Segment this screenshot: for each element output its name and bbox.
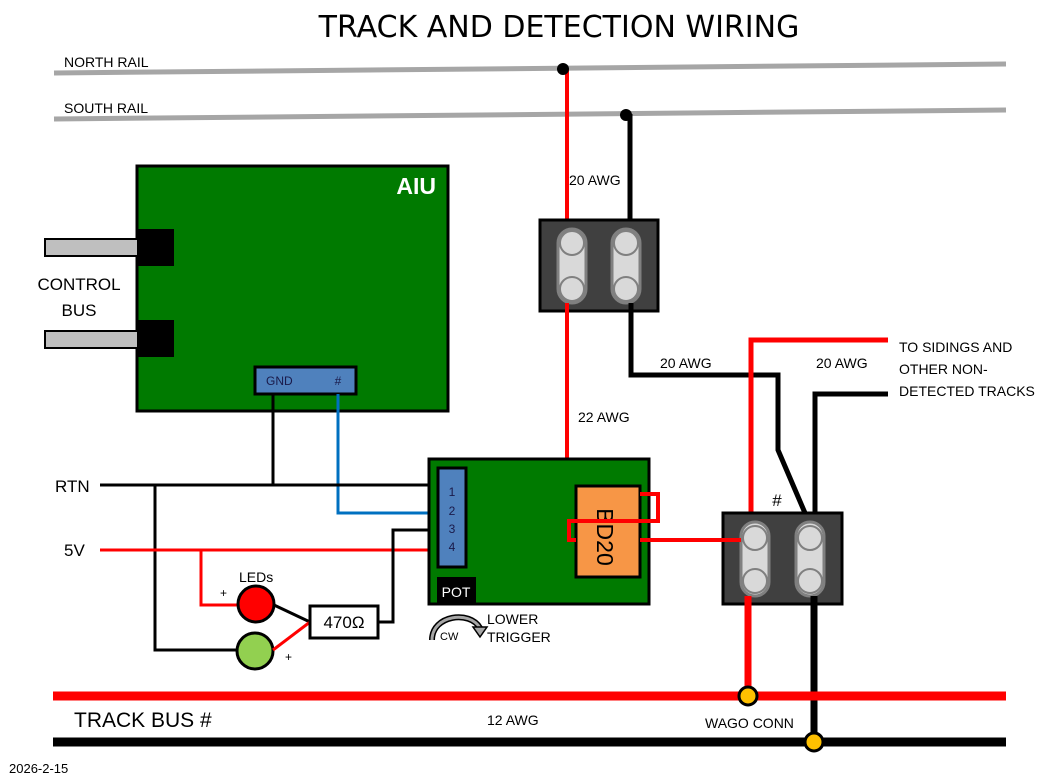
feeder-gauge-label: 20 AWG bbox=[569, 172, 621, 188]
block-number-label: # bbox=[772, 491, 782, 510]
pot-label: POT bbox=[442, 584, 471, 600]
leds-label: LEDs bbox=[239, 569, 273, 585]
red-led bbox=[236, 584, 276, 624]
cw-arrowhead-icon bbox=[471, 626, 489, 639]
date-label: 2026-2-15 bbox=[9, 761, 68, 776]
sidings-label-line1: TO SIDINGS AND bbox=[899, 339, 1012, 355]
sidings-label-line2: OTHER NON- bbox=[899, 361, 988, 377]
north-rail-label: NORTH RAIL bbox=[64, 54, 149, 70]
control-bus-cable-top bbox=[44, 238, 142, 257]
siding-black-wire bbox=[812, 391, 888, 520]
siding-gauge-label: 20 AWG bbox=[816, 355, 868, 371]
resistor bbox=[308, 604, 380, 640]
black-block-wire bbox=[628, 303, 811, 521]
control-bus-label-line1: CONTROL bbox=[37, 275, 120, 294]
green-led-lead bbox=[272, 620, 311, 652]
control-bus-label-line2: BUS bbox=[62, 301, 97, 320]
pot-adjuster[interactable] bbox=[437, 577, 476, 604]
bd20-label: BD20 bbox=[592, 508, 618, 566]
detector-feed-gauge-label: 22 AWG bbox=[578, 409, 630, 425]
rtn-label: RTN bbox=[55, 477, 90, 496]
aiu-gnd-label: GND bbox=[266, 374, 293, 388]
wago-connector-red bbox=[737, 685, 759, 707]
lower-terminal-left bbox=[739, 520, 771, 598]
detector-pin-3: 3 bbox=[449, 522, 456, 536]
control-bus-cable-bottom bbox=[44, 330, 142, 349]
detector-pin-2: 2 bbox=[449, 504, 456, 518]
detector-pin-1: 1 bbox=[449, 485, 456, 499]
red-led-plus: + bbox=[220, 586, 227, 600]
aiu-terminal-strip bbox=[253, 365, 358, 396]
resistor-label: 470Ω bbox=[323, 613, 364, 632]
cw-label: CW bbox=[440, 631, 459, 643]
sidings-label-line3: DETECTED TRACKS bbox=[899, 383, 1035, 399]
lower-trigger-line2: TRIGGER bbox=[487, 629, 551, 645]
detector-pin-4: 4 bbox=[449, 540, 456, 554]
cw-arrow-icon bbox=[430, 615, 482, 641]
bd20-coil bbox=[574, 484, 642, 579]
control-bus-jack-top[interactable] bbox=[137, 229, 174, 266]
upper-terminal-left bbox=[556, 227, 588, 305]
coil-loop-wire bbox=[567, 492, 660, 542]
wago-connector-black bbox=[803, 731, 825, 753]
control-bus-jack-bottom[interactable] bbox=[137, 320, 174, 357]
north-rail-joint bbox=[557, 63, 569, 75]
lower-trigger-line1: LOWER bbox=[487, 611, 538, 627]
resistor-wire bbox=[378, 528, 438, 624]
upper-terminal-right bbox=[610, 227, 642, 305]
detector-terminal-strip bbox=[436, 466, 468, 569]
five-v-label: 5V bbox=[64, 541, 85, 560]
red-led-lead bbox=[273, 603, 311, 624]
siding-red-wire bbox=[748, 337, 888, 520]
south-rail-joint bbox=[620, 109, 632, 121]
diagram-title: TRACK AND DETECTION WIRING bbox=[318, 10, 800, 45]
track-bus-label: TRACK BUS # bbox=[74, 709, 212, 732]
wago-label: WAGO CONN bbox=[705, 715, 794, 731]
track-bus-gauge-label: 12 AWG bbox=[487, 712, 539, 728]
rtn-led-wire bbox=[153, 485, 238, 652]
green-led bbox=[235, 631, 275, 671]
aiu-hash-label: # bbox=[335, 374, 342, 388]
green-led-plus: + bbox=[285, 650, 292, 664]
aiu-label: AIU bbox=[396, 173, 436, 199]
south-rail bbox=[53, 107, 1007, 122]
north-rail bbox=[53, 61, 1007, 76]
black-gauge-label: 20 AWG bbox=[660, 355, 712, 371]
south-rail-label: SOUTH RAIL bbox=[64, 100, 148, 116]
lower-terminal-right bbox=[794, 520, 826, 598]
five-v-led-wire bbox=[199, 550, 238, 607]
aiu-detect-wire bbox=[336, 394, 438, 515]
